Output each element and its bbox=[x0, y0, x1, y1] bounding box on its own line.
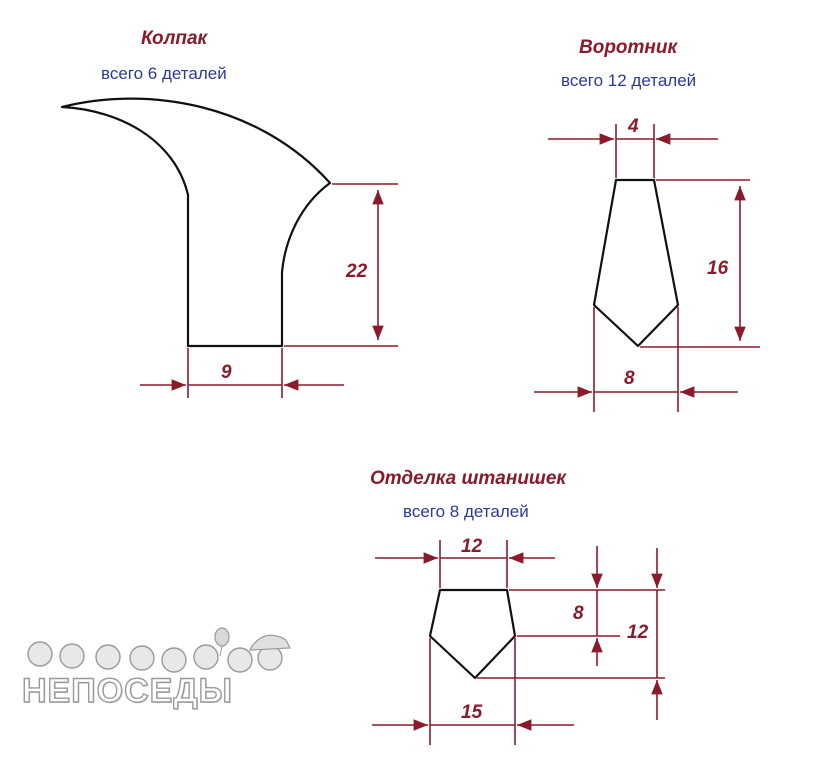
hat-icon bbox=[249, 634, 291, 651]
otdelka-height-label: 12 bbox=[627, 622, 649, 643]
otdelka-side-label: 8 bbox=[573, 603, 584, 624]
piece-count-vorotnik: всего 12 деталей bbox=[561, 71, 697, 90]
kolpak-width-label: 9 bbox=[221, 362, 232, 383]
vorotnik-piece bbox=[534, 124, 760, 412]
vorotnik-top-label: 4 bbox=[628, 116, 639, 137]
otdelka-top-label: 12 bbox=[461, 536, 483, 557]
piece-title-otdelka: Отделка штанишек bbox=[370, 468, 567, 489]
vorotnik-outline bbox=[592, 178, 680, 348]
otdelka-outline bbox=[428, 588, 517, 680]
piece-count-kolpak: всего 6 деталей bbox=[101, 64, 227, 83]
kolpak-outline bbox=[60, 97, 332, 348]
piece-title-kolpak: Колпак bbox=[141, 28, 208, 49]
vorotnik-height-label: 16 bbox=[707, 258, 729, 279]
otdelka-width-label: 15 bbox=[461, 702, 483, 723]
kolpak-height-label: 22 bbox=[346, 261, 368, 282]
balloon-icon bbox=[214, 627, 230, 647]
piece-count-otdelka: всего 8 деталей bbox=[403, 502, 529, 521]
logo-faces bbox=[27, 627, 291, 673]
vorotnik-width-label: 8 bbox=[624, 368, 635, 389]
logo: НЕПОСЕДЫ bbox=[21, 671, 233, 710]
otdelka-piece bbox=[372, 540, 665, 745]
kolpak-piece bbox=[60, 97, 398, 398]
piece-title-vorotnik: Воротник bbox=[579, 37, 678, 58]
